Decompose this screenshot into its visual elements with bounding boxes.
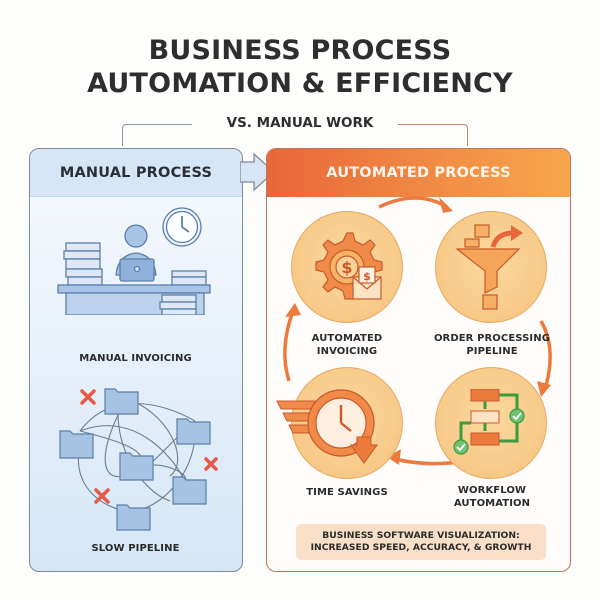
- time-savings-caption: TIME SAVINGS: [306, 487, 388, 498]
- gear-dollar-envelope-icon: $ $: [315, 232, 383, 300]
- right-arrow-icon: [240, 152, 275, 192]
- svg-text:$: $: [341, 258, 352, 277]
- subtitle: VS. MANUAL WORK: [226, 115, 374, 131]
- title-line-2: AUTOMATION & EFFICIENCY: [87, 68, 513, 99]
- fast-clock-icon: [276, 389, 378, 464]
- tangled-folder-network-with-error-marks-icon: [59, 388, 218, 531]
- manual-process-header: MANUAL PROCESS: [30, 149, 242, 197]
- title-line-1: BUSINESS PROCESS: [148, 35, 452, 66]
- manual-process-panel: MANUAL PROCESS: [29, 148, 243, 572]
- order-processing-caption: ORDER PROCESSING PIPELINE: [433, 333, 551, 357]
- funnel-boxes-icon: [455, 224, 523, 310]
- person-at-desk-with-paper-stacks-and-clock-icon: [57, 207, 211, 315]
- summary-line-1: BUSINESS SOFTWARE VISUALIZATION:: [322, 530, 520, 541]
- summary-banner: BUSINESS SOFTWARE VISUALIZATION: INCREAS…: [296, 524, 546, 560]
- svg-text:$: $: [363, 270, 371, 283]
- bracket-left: [122, 124, 192, 146]
- automated-process-panel: AUTOMATED PROCESS $ $ AU: [266, 148, 571, 572]
- bracket-right: [398, 124, 468, 146]
- slow-pipeline-caption: SLOW PIPELINE: [91, 543, 180, 554]
- flowchart-checkmarks-icon: [453, 389, 525, 455]
- workflow-automation-caption: WORKFLOW AUTOMATION: [453, 485, 531, 509]
- summary-line-2: INCREASED SPEED, ACCURACY, & GROWTH: [310, 542, 532, 553]
- page-title: BUSINESS PROCESS AUTOMATION & EFFICIENCY: [0, 34, 600, 100]
- manual-invoicing-caption: MANUAL INVOICING: [79, 353, 192, 364]
- automated-invoicing-caption: AUTOMATED INVOICING: [311, 333, 383, 357]
- automated-process-header: AUTOMATED PROCESS: [267, 149, 570, 197]
